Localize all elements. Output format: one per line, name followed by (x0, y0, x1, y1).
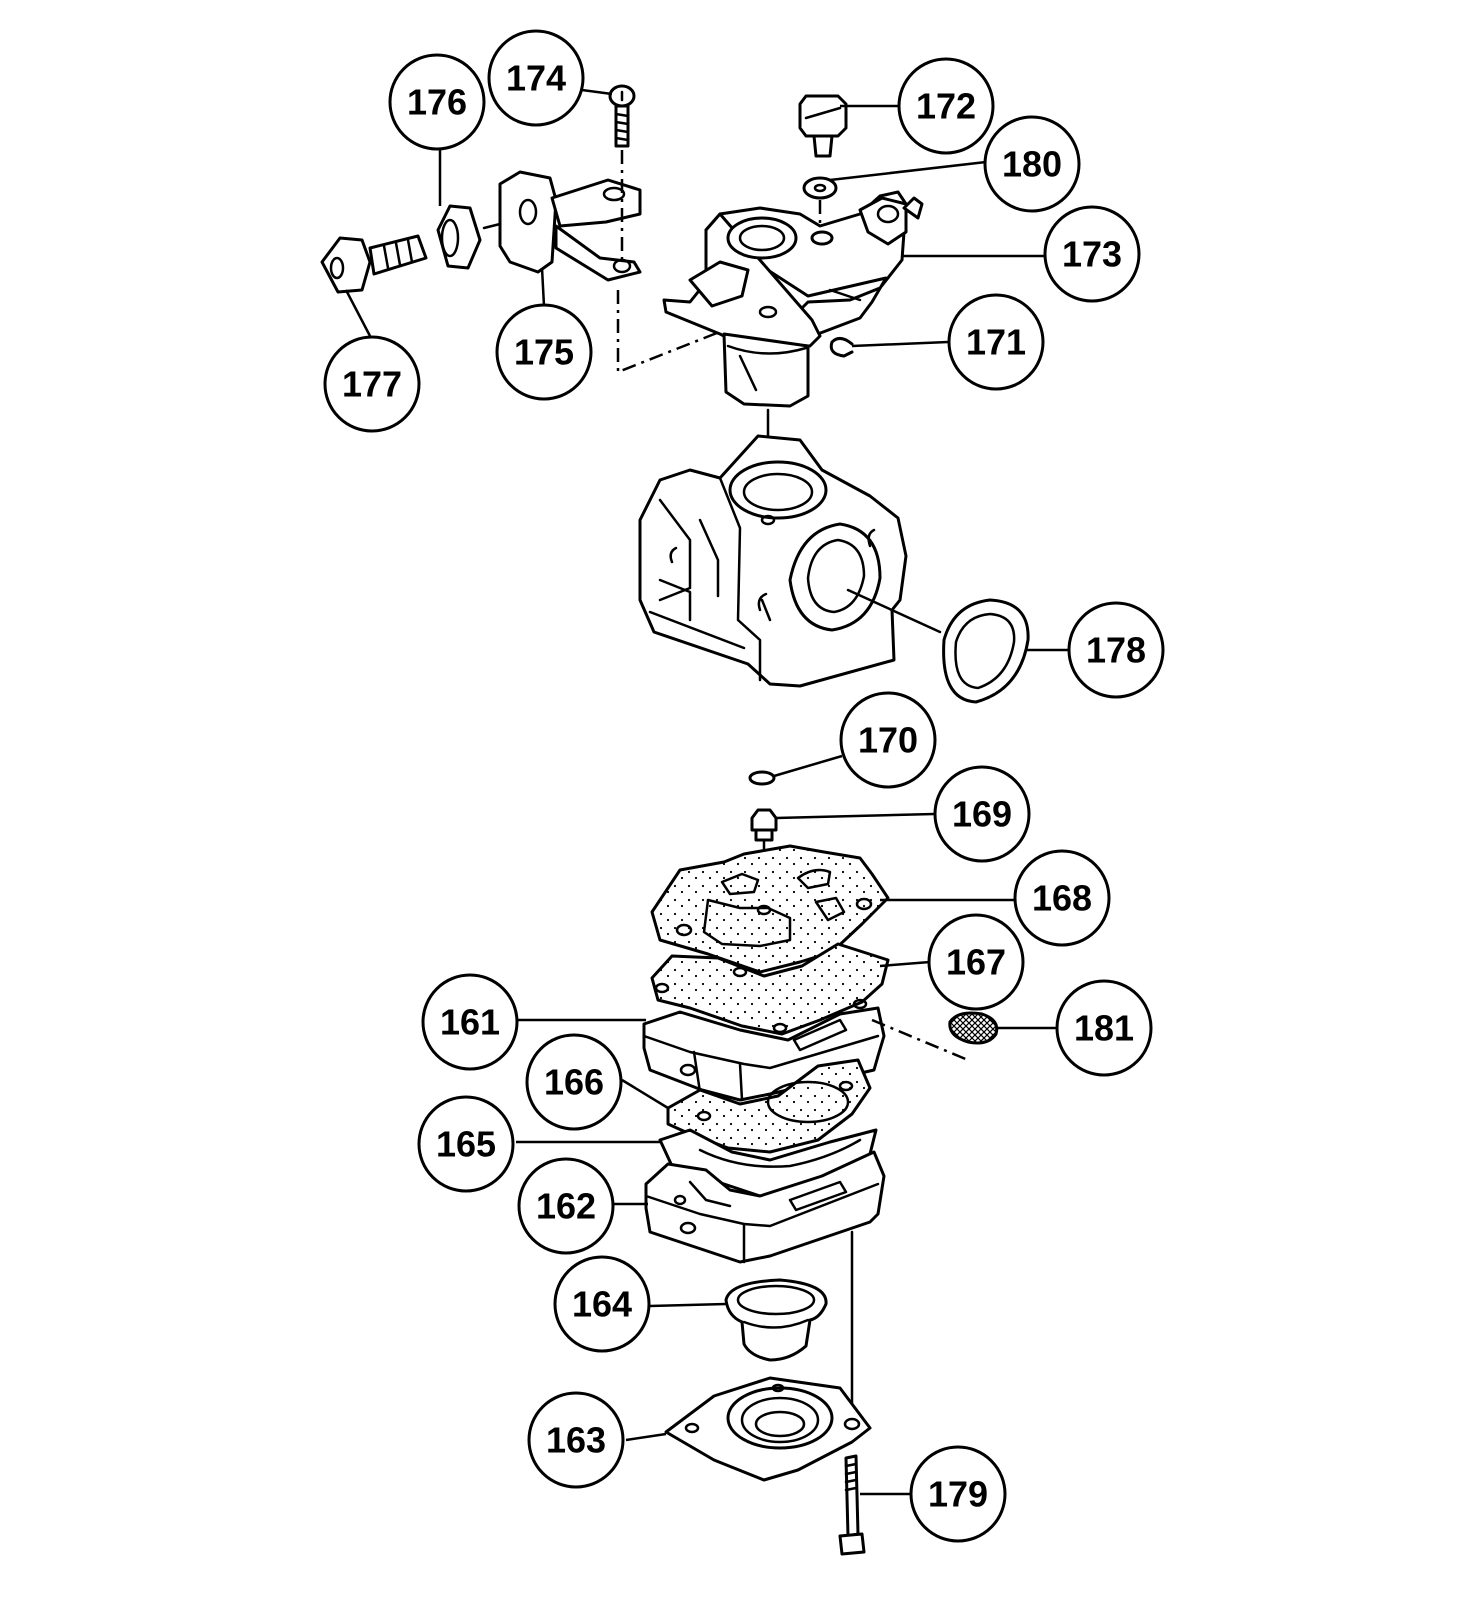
callout-166: 166 (525, 1033, 623, 1131)
callout-164: 164 (553, 1255, 651, 1353)
part-162-pump-cover (644, 1150, 886, 1264)
part-163-bottom-cover (664, 1376, 872, 1482)
callout-181: 181 (1055, 979, 1153, 1077)
callout-label: 167 (946, 942, 1006, 983)
callout-circle (1013, 849, 1111, 947)
callout-label: 161 (440, 1002, 500, 1043)
part-169-screw (750, 808, 778, 842)
callout-179: 179 (909, 1445, 1007, 1543)
callout-circle (527, 1391, 625, 1489)
callout-circle (1043, 205, 1141, 303)
part-180-washer (802, 176, 838, 200)
callout-label: 165 (436, 1124, 496, 1165)
part-172-screw (798, 94, 848, 158)
part-178-ring-gasket (942, 598, 1030, 704)
callout-circle (421, 973, 519, 1071)
callout-circle (839, 691, 937, 789)
part-181-filter-screen (948, 1011, 999, 1045)
part-174-screw (608, 84, 636, 148)
callout-circle (947, 293, 1045, 391)
callout-175: 175 (495, 303, 593, 401)
callout-180: 180 (983, 115, 1081, 213)
part-179-bolt (838, 1454, 866, 1556)
callout-162: 162 (517, 1157, 615, 1255)
callout-label: 171 (966, 322, 1026, 363)
callout-circle (909, 1445, 1007, 1543)
callout-label: 164 (572, 1284, 632, 1325)
callout-label: 172 (916, 86, 976, 127)
callout-161: 161 (421, 973, 519, 1071)
callout-176: 176 (388, 53, 486, 151)
callout-177: 177 (323, 335, 421, 433)
callout-circle (927, 913, 1025, 1011)
part-167-gasket (650, 942, 890, 1036)
part-173-carburettor-top (662, 190, 924, 408)
callout-circle (487, 29, 585, 127)
leader-lines (344, 88, 1068, 1496)
callout-178: 178 (1067, 601, 1165, 699)
part-171-e-clip (829, 337, 854, 358)
callout-label: 179 (928, 1474, 988, 1515)
callout-circle (525, 1033, 623, 1131)
callout-169: 169 (933, 765, 1031, 863)
part-176-nut (436, 204, 482, 270)
part-175-lever-plate (498, 170, 642, 282)
part-carburettor-body (638, 434, 908, 688)
callout-circle (417, 1095, 515, 1193)
callout-173: 173 (1043, 205, 1141, 303)
callout-label: 169 (952, 794, 1012, 835)
callout-label: 166 (544, 1062, 604, 1103)
callout-label: 175 (514, 332, 574, 373)
callout-circle (933, 765, 1031, 863)
callout-170: 170 (839, 691, 937, 789)
part-177-hose-nipple (320, 234, 428, 294)
callout-163: 163 (527, 1391, 625, 1489)
part-164-cup (724, 1278, 828, 1362)
callout-label: 176 (407, 82, 467, 123)
callout-174: 174 (487, 29, 585, 127)
callout-label: 162 (536, 1186, 596, 1227)
callout-label: 174 (506, 58, 566, 99)
callout-label: 180 (1002, 144, 1062, 185)
callout-circle (983, 115, 1081, 213)
callout-circle (323, 335, 421, 433)
callout-label: 173 (1062, 234, 1122, 275)
callout-label: 181 (1074, 1008, 1134, 1049)
callout-label: 177 (342, 364, 402, 405)
callout-label: 178 (1086, 630, 1146, 671)
callout-168: 168 (1013, 849, 1111, 947)
callout-circle (553, 1255, 651, 1353)
callout-165: 165 (417, 1095, 515, 1193)
callout-group: 176 174 172 180 173 171 175 177 178 170 169 168 167 1… (323, 29, 1165, 1543)
callout-circle (388, 53, 486, 151)
callout-circle (495, 303, 593, 401)
callout-label: 170 (858, 720, 918, 761)
callout-label: 168 (1032, 878, 1092, 919)
callout-label: 163 (546, 1420, 606, 1461)
callout-167: 167 (927, 913, 1025, 1011)
callout-circle (1067, 601, 1165, 699)
callout-circle (517, 1157, 615, 1255)
callout-circle (1055, 979, 1153, 1077)
callout-circle (897, 57, 995, 155)
part-170-washer (748, 770, 776, 786)
callout-172: 172 (897, 57, 995, 155)
callout-171: 171 (947, 293, 1045, 391)
